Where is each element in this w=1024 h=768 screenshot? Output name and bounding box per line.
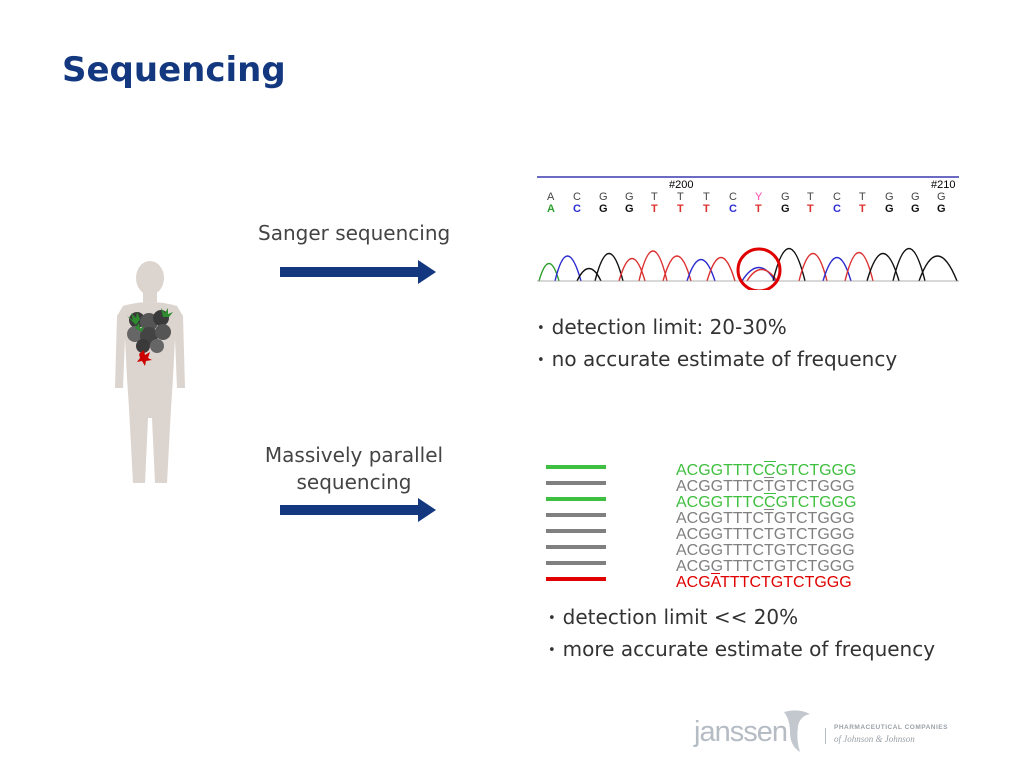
- called-base: G: [937, 191, 946, 203]
- read-sequence: ACGGTTTCCGTCTGGG: [676, 461, 857, 479]
- reference-base: G: [625, 203, 634, 215]
- reference-base: G: [911, 203, 920, 215]
- mps-bullets: •detection limit << 20% •more accurate e…: [548, 603, 935, 667]
- called-base: C: [573, 191, 581, 203]
- reference-base: T: [859, 203, 866, 215]
- human-body-figure: [115, 261, 185, 483]
- called-base: T: [859, 191, 866, 203]
- reference-base: T: [703, 203, 710, 215]
- called-base: G: [781, 191, 790, 203]
- sanger-bullet-1: •detection limit: 20-30%: [537, 315, 787, 339]
- sanger-chromatogram: #200 #210 AACCGGGGTTTTTTCCYTGGTTCCTTGGGG…: [537, 176, 959, 290]
- reference-base: T: [651, 203, 658, 215]
- reference-base: G: [781, 203, 790, 215]
- logo-figure-icon: [784, 710, 810, 752]
- called-base: C: [729, 191, 737, 203]
- called-base: G: [599, 191, 608, 203]
- reference-base: C: [833, 203, 841, 215]
- read-sequence: ACGGTTTCTGTCTGGG: [676, 558, 855, 575]
- sanger-bullet-2: •no accurate estimate of frequency: [537, 347, 898, 371]
- mps-arrow: [280, 498, 436, 522]
- reference-base: T: [755, 203, 762, 215]
- variant-highlight-circle: [736, 247, 782, 290]
- reference-base: C: [729, 203, 737, 215]
- sanger-bullets: •detection limit: 20-30% •no accurate es…: [537, 313, 897, 377]
- janssen-logo: janssen PHARMACEUTICAL COMPANIES of John…: [694, 704, 958, 756]
- called-base: C: [833, 191, 841, 203]
- reference-base: A: [547, 203, 555, 215]
- mps-bullet-2: •more accurate estimate of frequency: [548, 637, 936, 661]
- logo-tagline-1: PHARMACEUTICAL COMPANIES: [834, 724, 948, 731]
- called-base: G: [625, 191, 634, 203]
- slide-title: Sequencing: [62, 50, 286, 90]
- called-base: T: [677, 191, 684, 203]
- reference-base: G: [937, 203, 946, 215]
- called-base: T: [651, 191, 658, 203]
- read-sequence: ACGGTTTCTGTCTGGG: [676, 526, 855, 543]
- position-mark-210: #210: [931, 179, 955, 191]
- reference-base: G: [599, 203, 608, 215]
- read-sequence: ACGGTTTCTGTCTGGG: [676, 477, 855, 495]
- called-base: G: [911, 191, 920, 203]
- reference-base: T: [807, 203, 814, 215]
- mps-label: Massively parallel sequencing: [264, 443, 444, 494]
- mps-bullet-1: •detection limit << 20%: [548, 605, 799, 629]
- read-sequence: ACGATTTCTGTCTGGG: [676, 573, 852, 591]
- logo-tagline-2: of Johnson & Johnson: [834, 734, 915, 744]
- logo-divider: [825, 728, 826, 744]
- called-base: G: [885, 191, 894, 203]
- called-base: T: [807, 191, 814, 203]
- called-base: A: [547, 191, 555, 203]
- read-sequence: ACGGTTTCCGTCTGGG: [676, 493, 857, 511]
- sanger-label: Sanger sequencing: [258, 221, 451, 245]
- position-marks: #200 #210: [669, 179, 955, 191]
- sanger-arrow: [280, 260, 436, 284]
- position-mark-200: #200: [669, 179, 693, 191]
- called-base: T: [703, 191, 710, 203]
- reference-base: C: [573, 203, 581, 215]
- tumor-clones-graphic: [127, 308, 173, 366]
- read-sequence: ACGGTTTCTGTCTGGG: [676, 509, 855, 527]
- called-base: Y: [755, 191, 763, 203]
- read-lines-graphic: [546, 465, 606, 581]
- reference-base: G: [885, 203, 894, 215]
- reference-base: T: [677, 203, 684, 215]
- read-sequence: ACGGTTTCTGTCTGGG: [676, 542, 855, 559]
- logo-wordmark: janssen: [694, 716, 788, 748]
